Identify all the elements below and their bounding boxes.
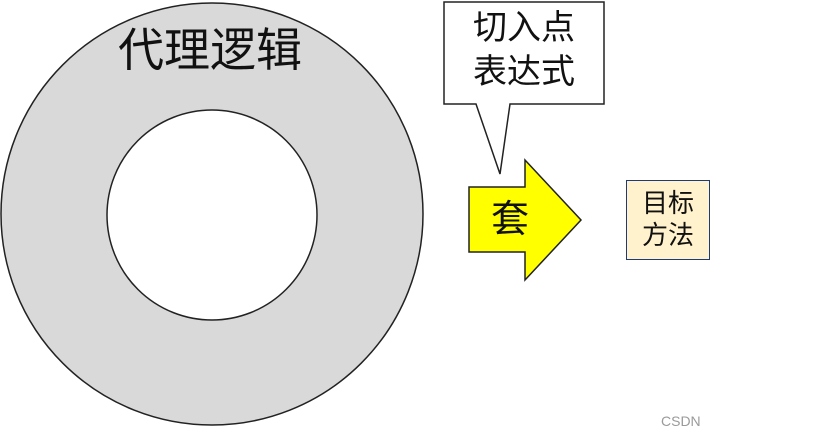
apply-arrow	[468, 158, 583, 282]
pointcut-expression-label: 切入点 表达式	[444, 6, 604, 94]
target-method-box: 目标 方法	[626, 180, 710, 260]
pointcut-label-line2: 表达式	[473, 52, 575, 92]
callout-bubble	[443, 1, 605, 175]
pointcut-label-line1: 切入点	[473, 8, 575, 48]
csdn-watermark: CSDN	[661, 413, 709, 429]
target-label-line2: 方法	[641, 221, 694, 251]
arrow-label: 套	[490, 197, 529, 241]
target-label-line1: 目标	[641, 189, 694, 219]
proxy-inner-circle	[106, 109, 318, 321]
proxy-logic-label: 代理逻辑	[118, 23, 302, 77]
